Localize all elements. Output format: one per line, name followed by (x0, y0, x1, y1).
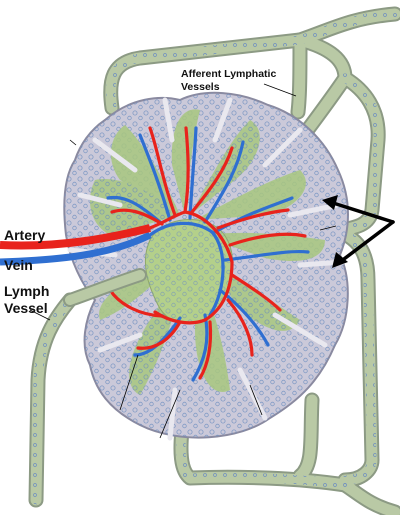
artery-branches (108, 126, 307, 380)
vein-label: Vein (4, 257, 33, 273)
artery-label: Artery (4, 227, 45, 243)
arrow-icon (328, 200, 395, 264)
afferent-label-line2: Vessels (181, 81, 220, 93)
vein-trunk (0, 231, 152, 266)
artery-trunk (0, 224, 151, 250)
arrow-icon (322, 195, 338, 210)
lymph-vessel-label-line2: Vessel (4, 300, 48, 316)
afferent-label-line1: Afferent Lymphatic (181, 68, 276, 80)
lymph-vessel-label-line1: Lymph (4, 283, 49, 299)
arrow-icon (332, 252, 348, 268)
lymph-node (63, 91, 349, 441)
leader-lines (29, 83, 337, 439)
trabeculae (67, 97, 346, 441)
lymphatic-vessel-network (28, 6, 400, 515)
